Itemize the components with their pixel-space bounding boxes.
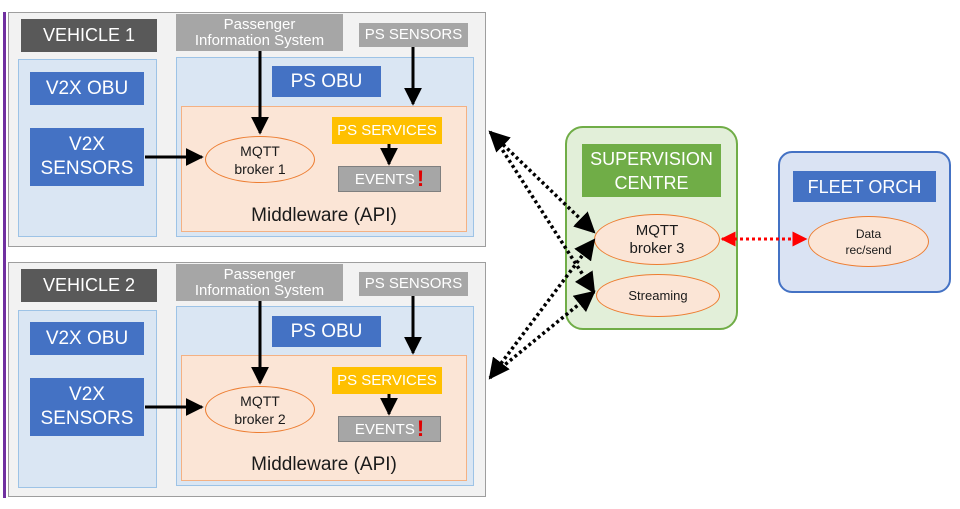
- supervision-mqtt-broker: MQTT broker 3: [594, 214, 720, 265]
- v2x-sensors-line-2: SENSORS: [40, 408, 134, 429]
- alert-icon: !: [416, 166, 425, 191]
- supervision-title-line-1: SUPERVISION: [590, 148, 713, 169]
- data-line-1: Data: [855, 226, 882, 241]
- mqtt-line-1: MQTT: [240, 142, 280, 159]
- supervision-centre-title: SUPERVISION CENTRE: [582, 144, 721, 197]
- vehicle-1-v2x-obu: V2X OBU: [30, 72, 144, 105]
- events-label: EVENTS: [354, 170, 415, 188]
- mqtt-line-2: broker 2: [234, 410, 286, 427]
- mqtt-line-1: MQTT: [635, 221, 679, 239]
- vehicle-2-v2x-obu: V2X OBU: [30, 322, 144, 355]
- left-edge-rule: [3, 12, 6, 498]
- vehicle-1-ps-obu: PS OBU: [272, 66, 381, 97]
- supervision-streaming: Streaming: [596, 274, 720, 317]
- vehicle-2-ps-services: PS SERVICES: [332, 367, 442, 394]
- pis-line-2: Information System: [194, 281, 325, 299]
- vehicle-2-ps-sensors: PS SENSORS: [359, 272, 468, 296]
- mqtt-line-2: broker 1: [234, 160, 286, 177]
- events-label: EVENTS: [354, 420, 415, 438]
- vehicle-2-middleware-label: Middleware (API): [251, 454, 397, 475]
- vehicle-2-v2x-sensors: V2X SENSORS: [30, 378, 144, 436]
- mqtt-line-1: MQTT: [240, 392, 280, 409]
- v1-mqtt3-dotted-link: [488, 130, 596, 234]
- vehicle-2-passenger-info-system: Passenger Information System: [176, 264, 343, 301]
- vehicle-1-v2x-sensors: V2X SENSORS: [30, 128, 144, 186]
- v2x-sensors-line-2: SENSORS: [40, 158, 134, 179]
- vehicle-1-mqtt-broker: MQTT broker 1: [205, 136, 315, 183]
- data-line-2: rec/send: [845, 242, 892, 257]
- pis-line-1: Passenger: [223, 265, 296, 283]
- vehicle-2-ps-obu: PS OBU: [272, 316, 381, 347]
- alert-icon: !: [416, 416, 425, 441]
- v2x-sensors-line-1: V2X: [69, 384, 105, 405]
- pis-line-2: Information System: [194, 31, 325, 49]
- supervision-title-line-2: CENTRE: [614, 172, 689, 193]
- vehicle-1-ps-services: PS SERVICES: [332, 117, 442, 144]
- vehicle-1-ps-sensors: PS SENSORS: [359, 23, 468, 47]
- vehicle-1-title: VEHICLE 1: [21, 19, 157, 52]
- v2-mqtt3-dotted-link: [488, 238, 596, 380]
- fleet-orchestrator-title: FLEET ORCH: [793, 171, 936, 202]
- vehicle-2-events: EVENTS !: [338, 416, 441, 442]
- fleet-data-rec-send: Data rec/send: [808, 216, 929, 267]
- mqtt-line-2: broker 3: [629, 239, 685, 257]
- vehicle-1-middleware-label: Middleware (API): [251, 205, 397, 226]
- v2x-sensors-line-1: V2X: [69, 134, 105, 155]
- vehicle-2-title: VEHICLE 2: [21, 269, 157, 302]
- vehicle-1-passenger-info-system: Passenger Information System: [176, 14, 343, 51]
- vehicle-1-events: EVENTS !: [338, 166, 441, 192]
- pis-line-1: Passenger: [223, 15, 296, 33]
- vehicle-2-mqtt-broker: MQTT broker 2: [205, 386, 315, 433]
